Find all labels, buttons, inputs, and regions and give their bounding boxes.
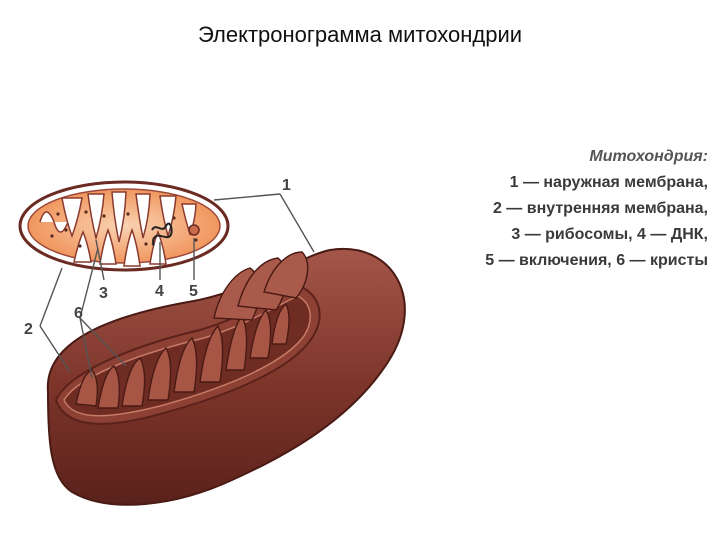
legend-heading: Митохондрия:: [589, 148, 708, 165]
mitochondrion-3d: [46, 247, 406, 506]
callout-number-2: 2: [24, 321, 33, 338]
cross-section: [18, 180, 230, 272]
callout-number-5: 5: [189, 283, 198, 300]
callout-line-1a: [213, 193, 281, 201]
ribosomes: [50, 210, 198, 248]
legend-line-3: 3 — рибосомы, 4 — ДНК,: [511, 226, 708, 243]
callout-line-3: [95, 239, 105, 281]
callout-line-2a: [39, 267, 63, 327]
legend-line-1: 1 — наружная мембрана,: [509, 174, 708, 191]
callout-line-2b: [39, 325, 71, 373]
callout-line-6b: [79, 317, 93, 379]
callout-line-1b: [279, 193, 315, 253]
lamellae-rear: [213, 251, 309, 321]
inclusion: [188, 224, 200, 236]
callout-number-1: 1: [282, 177, 291, 194]
callout-number-3: 3: [99, 285, 108, 302]
callout-number-4: 4: [155, 283, 164, 300]
slide-title: Электронограмма митохондрии: [197, 22, 523, 47]
callout-number-6: 6: [74, 305, 83, 322]
callout-lines: [39, 193, 315, 379]
legend-line-4: 5 — включения, 6 — кристы: [485, 252, 708, 269]
callout-line-6a: [79, 247, 99, 319]
dna: [151, 222, 173, 246]
cristae-3d: [75, 302, 290, 409]
callout-line-6c: [79, 317, 127, 367]
legend: Митохондрия: 1 — наружная мембрана, 2 — …: [420, 148, 708, 274]
legend-line-2: 2 — внутренняя мембрана,: [492, 200, 708, 217]
